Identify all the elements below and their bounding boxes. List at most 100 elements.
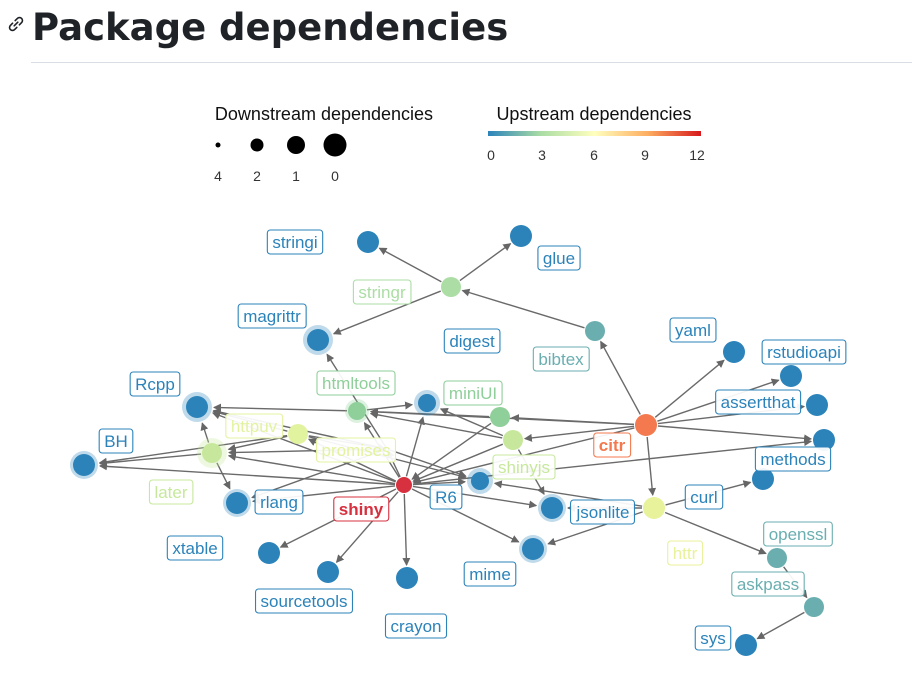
- node-label-rstudioapi[interactable]: rstudioapi: [761, 339, 847, 365]
- node-label-magrittr[interactable]: magrittr: [237, 303, 307, 329]
- node-miniUI[interactable]: [490, 407, 510, 427]
- node-label-rlang[interactable]: rlang: [254, 489, 304, 515]
- node-label-httpuv[interactable]: httpuv: [225, 413, 284, 439]
- legend-size-label: 0: [331, 168, 339, 184]
- link-icon[interactable]: [6, 14, 26, 34]
- dependency-graph: Downstream dependencies 4 2 1 0 Upstream…: [70, 104, 847, 656]
- node-label-shiny[interactable]: shiny: [333, 496, 390, 522]
- legend-size-label: 1: [292, 168, 300, 184]
- node-label-sourcetools[interactable]: sourcetools: [254, 588, 354, 614]
- node-label-assertthat[interactable]: assertthat: [715, 389, 802, 415]
- node-yaml[interactable]: [723, 341, 745, 363]
- node-openssl[interactable]: [767, 548, 787, 568]
- node-label-bibtex[interactable]: bibtex: [532, 346, 590, 372]
- node-curl[interactable]: [752, 468, 774, 490]
- svg-text:Rcpp: Rcpp: [135, 375, 175, 394]
- node-assertthat[interactable]: [806, 394, 828, 416]
- node-BH[interactable]: [73, 454, 95, 476]
- node-magrittr[interactable]: [307, 329, 329, 351]
- edge-later-BH: [98, 453, 202, 467]
- node-label-BH[interactable]: BH: [98, 428, 134, 454]
- node-label-digest[interactable]: digest: [443, 328, 501, 354]
- edge-miniUI-htmltools: [369, 407, 490, 418]
- edge-citr-shinyjs: [523, 425, 635, 442]
- node-stringr[interactable]: [441, 277, 461, 297]
- node-htmltools[interactable]: [348, 402, 366, 420]
- node-rlang[interactable]: [226, 492, 248, 514]
- node-label-httr[interactable]: httr: [667, 540, 704, 566]
- node-sys[interactable]: [735, 634, 757, 656]
- node-glue[interactable]: [510, 225, 532, 247]
- node-label-crayon[interactable]: crayon: [384, 613, 448, 639]
- legend-color-bar: [488, 131, 701, 136]
- legend-size-dot: [250, 138, 264, 152]
- node-mime[interactable]: [522, 538, 544, 560]
- node-label-stringi[interactable]: stringi: [266, 229, 324, 255]
- svg-text:miniUI: miniUI: [449, 384, 497, 403]
- node-label-miniUI[interactable]: miniUI: [443, 380, 503, 406]
- node-label-methods[interactable]: methods: [754, 446, 832, 472]
- edge-citr-bibtex: [600, 340, 641, 415]
- edge-citr-httr: [646, 436, 657, 497]
- node-label-Rcpp[interactable]: Rcpp: [129, 371, 181, 397]
- node-stringi[interactable]: [357, 231, 379, 253]
- svg-text:shiny: shiny: [339, 500, 384, 519]
- svg-text:stringi: stringi: [272, 233, 317, 252]
- svg-text:assertthat: assertthat: [721, 393, 796, 412]
- edge-shiny-mime: [411, 488, 520, 543]
- node-httr[interactable]: [643, 497, 665, 519]
- node-R6[interactable]: [471, 472, 489, 490]
- edge-shinyjs-htmltools: [369, 410, 503, 439]
- node-askpass[interactable]: [804, 597, 824, 617]
- node-shinyjs[interactable]: [503, 430, 523, 450]
- node-bibtex[interactable]: [585, 321, 605, 341]
- node-label-R6[interactable]: R6: [429, 484, 463, 510]
- svg-text:stringr: stringr: [358, 283, 406, 302]
- node-label-citr[interactable]: citr: [593, 432, 632, 458]
- node-rstudioapi[interactable]: [780, 365, 802, 387]
- svg-text:askpass: askpass: [737, 575, 799, 594]
- edge-shinyjs-digest: [439, 408, 504, 437]
- node-label-yaml[interactable]: yaml: [669, 317, 717, 343]
- node-label-jsonlite[interactable]: jsonlite: [569, 499, 636, 525]
- edge-shiny-R6: [412, 478, 467, 487]
- legend-size-dot: [287, 136, 305, 154]
- edge-shiny-later: [227, 452, 396, 485]
- legend-size-label: 4: [214, 168, 222, 184]
- node-methods[interactable]: [813, 429, 835, 451]
- edge-shinyjs-shiny: [412, 443, 504, 483]
- node-label-htmltools[interactable]: htmltools: [316, 370, 396, 396]
- node-label-curl[interactable]: curl: [684, 484, 724, 510]
- node-sourcetools[interactable]: [317, 561, 339, 583]
- node-label-xtable[interactable]: xtable: [166, 535, 224, 561]
- node-digest[interactable]: [418, 394, 436, 412]
- node-later[interactable]: [202, 443, 222, 463]
- node-label-shinyjs[interactable]: shinyjs: [492, 454, 556, 480]
- edge-stringr-stringi: [378, 247, 442, 283]
- node-xtable[interactable]: [258, 542, 280, 564]
- node-label-mime[interactable]: mime: [463, 561, 517, 587]
- svg-text:curl: curl: [690, 488, 717, 507]
- edge-httpuv-BH: [98, 434, 288, 466]
- node-crayon[interactable]: [396, 567, 418, 589]
- node-label-sys[interactable]: sys: [694, 625, 732, 651]
- node-label-promises[interactable]: promises: [315, 437, 397, 463]
- node-shiny[interactable]: [396, 477, 412, 493]
- legend-upstream: Upstream dependencies 0 3 6 9 12: [487, 104, 705, 163]
- node-label-later[interactable]: later: [148, 479, 194, 505]
- node-citr[interactable]: [635, 414, 657, 436]
- edge-askpass-sys: [756, 611, 805, 640]
- legend-size-dot: [323, 133, 347, 157]
- legend-size-dot: [215, 142, 221, 148]
- legend-color-tick: 6: [590, 147, 598, 163]
- edge-htmltools-Rcpp: [212, 403, 348, 412]
- node-label-glue[interactable]: glue: [537, 245, 581, 271]
- node-httpuv[interactable]: [288, 424, 308, 444]
- node-label-openssl[interactable]: openssl: [763, 521, 833, 547]
- node-label-askpass[interactable]: askpass: [731, 571, 805, 597]
- legend-upstream-title: Upstream dependencies: [496, 104, 691, 124]
- node-jsonlite[interactable]: [541, 497, 563, 519]
- node-Rcpp[interactable]: [186, 396, 208, 418]
- node-label-stringr[interactable]: stringr: [352, 279, 412, 305]
- legend-color-tick: 9: [641, 147, 649, 163]
